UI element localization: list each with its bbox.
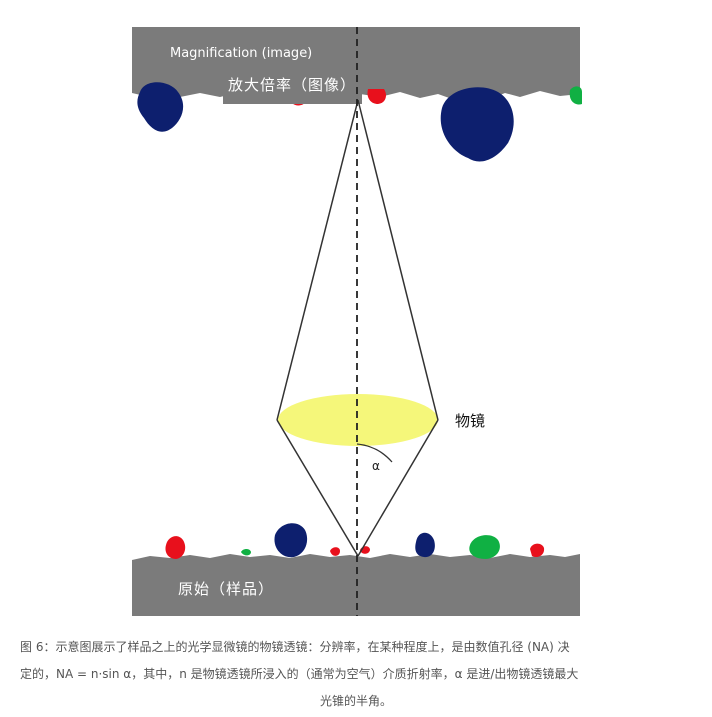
blob-red-bottom-left bbox=[165, 536, 186, 559]
blob-navy-top-right bbox=[440, 87, 514, 162]
caption-line-1: 图 6：示意图展示了样品之上的光学显微镜的物镜透镜：分辨率，在某种程度上，是由数… bbox=[20, 640, 570, 654]
sample-label: 原始（样品） bbox=[178, 580, 275, 598]
alpha-arc bbox=[356, 443, 393, 463]
blob-red-bottom-right bbox=[530, 543, 545, 558]
objective-label: 物镜 bbox=[455, 412, 486, 430]
blob-navy-bottom-left bbox=[274, 523, 308, 558]
blob-red-top-mid bbox=[367, 89, 386, 104]
blob-green-bottom-small bbox=[241, 549, 251, 556]
microscope-diagram: Magnification (image) 放大倍率（图像） 原始（样品） 物镜… bbox=[132, 27, 582, 616]
blob-navy-top-left bbox=[137, 82, 184, 132]
caption-line-2: 定的，NA = n·sin α，其中，n 是物镜透镜所浸入的（通常为空气）介质折… bbox=[20, 667, 579, 681]
image-label-en: Magnification (image) bbox=[170, 46, 313, 61]
blob-green-bottom-right bbox=[469, 535, 500, 559]
alpha-label: α bbox=[372, 459, 380, 473]
blob-red-bottom-small1 bbox=[330, 547, 340, 556]
diagram-canvas bbox=[132, 27, 582, 616]
blob-green-top bbox=[569, 86, 582, 105]
image-label-cn: 放大倍率（图像） bbox=[228, 76, 357, 94]
image-label-box bbox=[223, 70, 362, 104]
caption-line-3: 光锥的半角。 bbox=[319, 694, 392, 708]
figure-caption: 图 6：示意图展示了样品之上的光学显微镜的物镜透镜：分辨率，在某种程度上，是由数… bbox=[20, 634, 692, 715]
sample-band bbox=[132, 554, 580, 616]
light-cone bbox=[276, 99, 439, 557]
objective-lens bbox=[278, 394, 438, 446]
blob-navy-bottom-right bbox=[415, 532, 435, 558]
